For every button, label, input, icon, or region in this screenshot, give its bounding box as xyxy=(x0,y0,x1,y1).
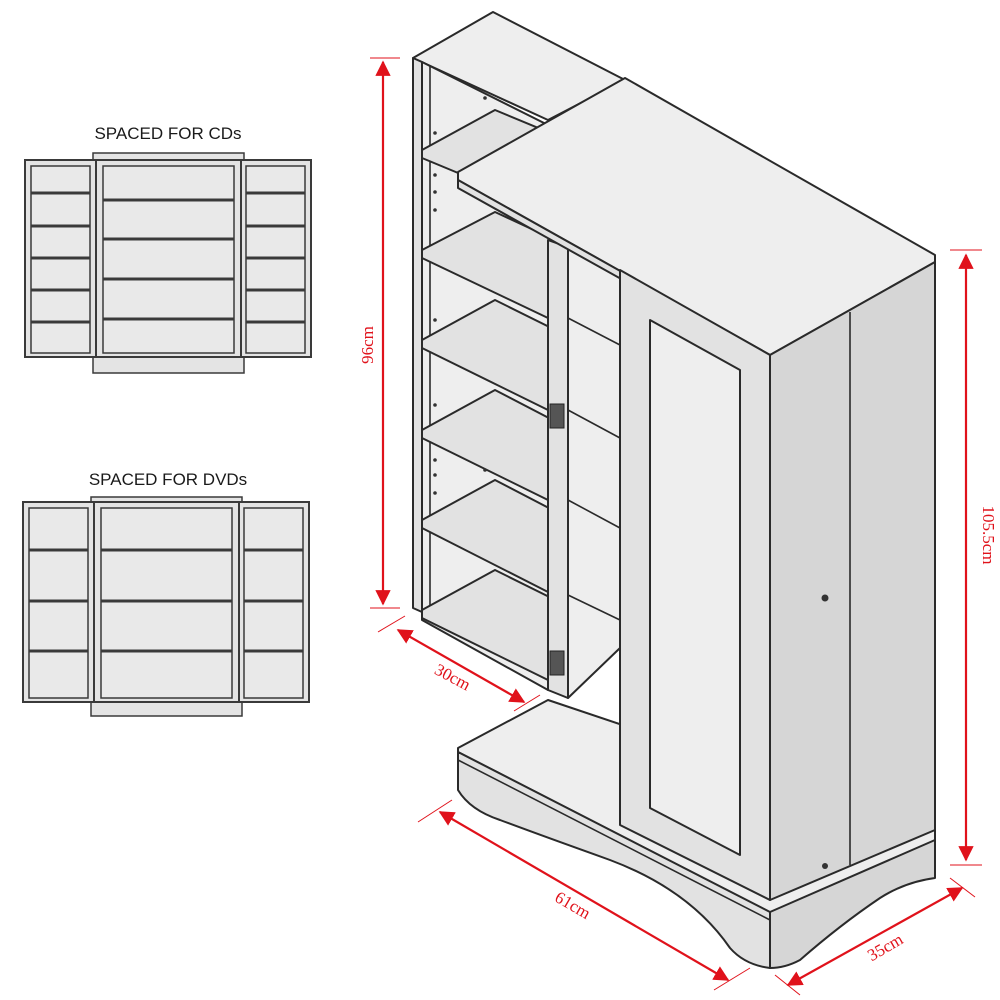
dimension-overall-height: 105.5cm xyxy=(950,249,998,866)
open-door-panel xyxy=(567,246,621,699)
dvd-center-shelves xyxy=(101,548,232,653)
cd-left-door-shelves xyxy=(31,191,90,324)
cd-center-interior xyxy=(102,165,235,354)
cd-right-door-shelves xyxy=(246,191,305,324)
carcass-left-edge xyxy=(412,57,423,613)
dvd-center-interior xyxy=(100,507,233,699)
dvd-config-view: SPACED FOR DVDs xyxy=(22,470,310,717)
dvd-config-title: SPACED FOR DVDs xyxy=(89,470,247,489)
dimension-inner-height: 96cm xyxy=(358,57,400,609)
cabinet-isometric xyxy=(412,11,936,969)
side-screw-icon xyxy=(822,863,828,869)
cd-config-view: SPACED FOR CDs xyxy=(24,124,312,374)
lower-hinge-icon xyxy=(549,650,565,676)
dvd-right-door-interior xyxy=(243,507,304,699)
upper-hinge-icon xyxy=(549,403,565,429)
dvd-left-door-interior xyxy=(28,507,89,699)
open-door-edge xyxy=(547,239,569,699)
dimension-label-105-5cm: 105.5cm xyxy=(979,505,998,564)
dimension-label-30cm: 30cm xyxy=(431,660,473,695)
cd-center-shelves xyxy=(103,198,234,321)
dvd-left-door-shelves xyxy=(29,548,88,653)
dimension-label-35cm: 35cm xyxy=(864,930,906,965)
dimension-label-96cm: 96cm xyxy=(358,326,377,364)
cd-config-title: SPACED FOR CDs xyxy=(94,124,241,143)
dimension-label-61cm: 61cm xyxy=(552,888,594,923)
closed-cabinet xyxy=(619,261,936,901)
dvd-right-door-shelves xyxy=(244,548,303,653)
closed-door-panel xyxy=(649,319,741,856)
cabinet-side xyxy=(769,261,936,901)
open-door xyxy=(547,239,638,699)
open-door-shelves xyxy=(567,317,621,621)
keyhole-icon xyxy=(821,594,829,602)
